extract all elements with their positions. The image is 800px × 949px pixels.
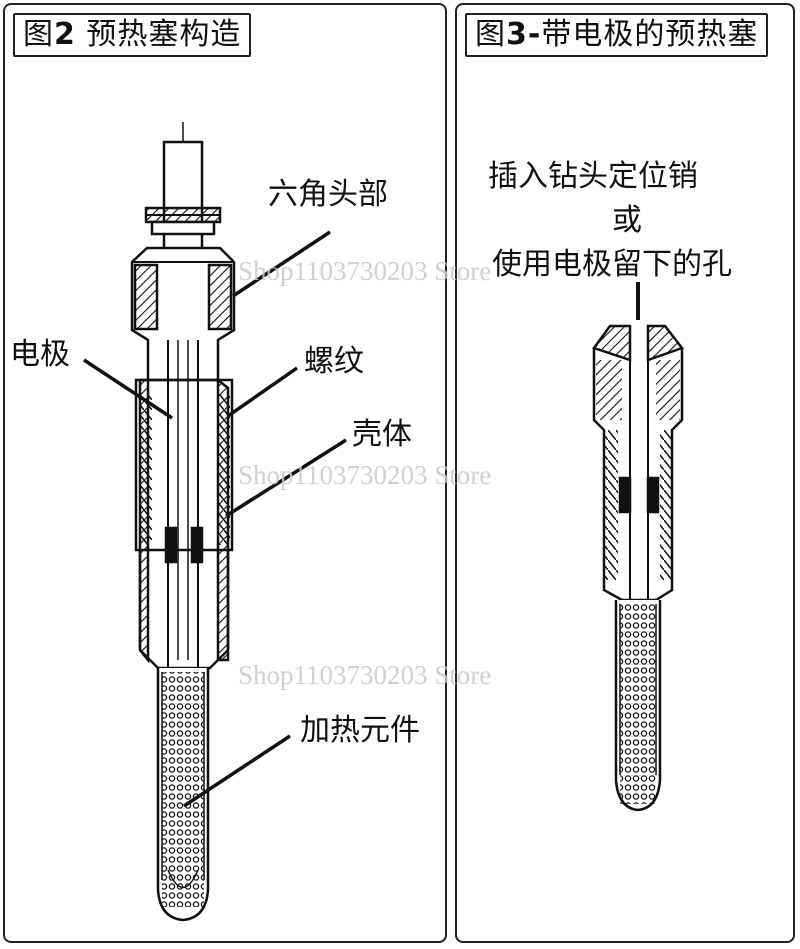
label-heating-element: 加热元件	[300, 713, 420, 748]
label-shell: 壳体	[352, 417, 412, 452]
glow-plug-figure-3	[591, 282, 685, 812]
watermark: Shop1103730203 Store	[238, 660, 492, 690]
label-insert-drill-pin: 插入钻头定位销	[488, 159, 698, 194]
figure-2-panel: 图2 预热塞构造	[3, 3, 447, 943]
glow-plug-figure-2	[83, 122, 347, 922]
label-or: 或	[612, 203, 642, 238]
label-electrode-hole: 使用电极留下的孔	[492, 247, 732, 282]
label-thread: 螺纹	[304, 344, 364, 379]
label-hex-head: 六角头部	[268, 177, 388, 212]
watermark: Shop1103730203 Store	[238, 460, 492, 490]
watermark: Shop1103730203 Store	[238, 256, 492, 286]
figure-2-title: 图2 预热塞构造	[13, 13, 252, 57]
label-electrode: 电极	[10, 337, 70, 372]
figure-3-title: 图3-带电极的预热塞	[465, 13, 769, 57]
